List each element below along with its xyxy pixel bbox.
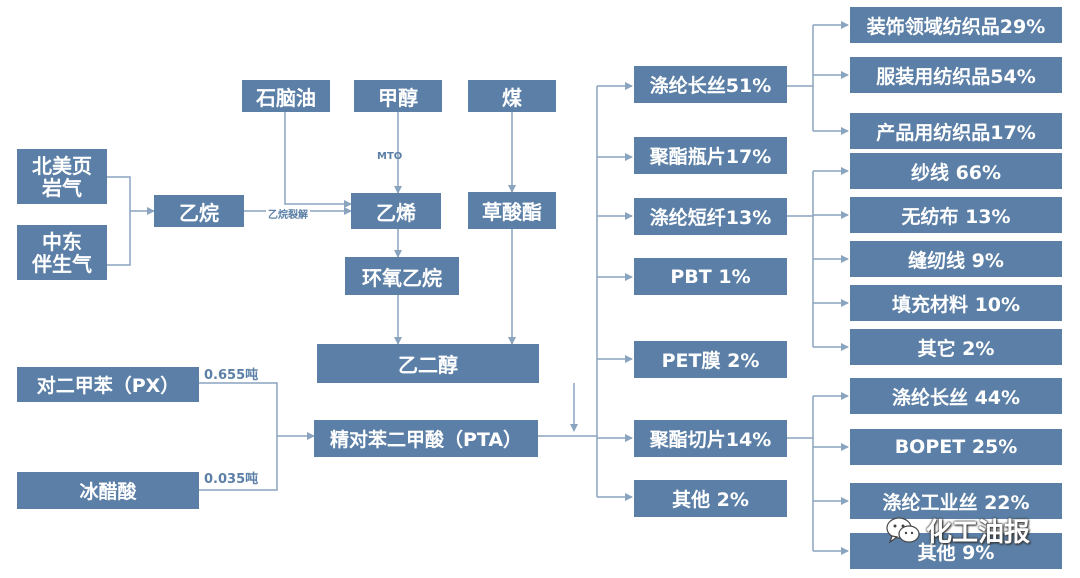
node-pta: 精对苯二甲酸（PTA） [314, 420, 538, 457]
node-yarn: 纱线 66% [850, 153, 1062, 189]
node-other-main: 其他 2% [634, 480, 787, 517]
node-industrial-yarn: 涤纶工业丝 22% [850, 483, 1062, 519]
arrow-naphtha-ethylene [284, 112, 352, 208]
watermark-text: 化工油报 [926, 518, 1031, 548]
node-shale-gas: 北美页 岩气 [17, 149, 107, 204]
node-nonwoven: 无纺布 13% [850, 197, 1062, 233]
wechat-icon [886, 516, 920, 545]
node-associated-gas: 中东 伴生气 [17, 225, 107, 280]
gas-merge-line [107, 176, 131, 266]
node-acetic-acid: 冰醋酸 [17, 472, 199, 509]
node-methanol: 甲醇 [354, 80, 442, 112]
label-acetic-ratio: 0.035吨 [204, 472, 259, 487]
node-pbt: PBT 1% [634, 258, 787, 295]
node-other-chips: 其他 9% [850, 533, 1062, 569]
node-oxalate: 草酸酯 [468, 192, 556, 229]
node-pfy: 涤纶长丝51% [634, 66, 787, 103]
watermark: 化工油报 [886, 512, 1030, 549]
node-ethylene-oxide: 环氧乙烷 [345, 257, 459, 295]
node-other-psf: 其它 2% [850, 329, 1062, 365]
label-ethane-cracking: 乙烷裂解 [266, 206, 310, 221]
node-pet-film: PET膜 2% [634, 341, 787, 378]
node-apparel-textile: 服装用纺织品54% [850, 57, 1062, 93]
node-chips: 聚酯切片14% [634, 420, 787, 457]
node-px: 对二甲苯（PX） [17, 367, 199, 402]
node-coal: 煤 [468, 80, 556, 112]
node-psf: 涤纶短纤13% [634, 198, 787, 235]
node-associated-gas-label: 中东 伴生气 [32, 229, 92, 276]
node-industrial-textile: 产品用纺织品17% [850, 113, 1062, 149]
node-ethane: 乙烷 [154, 195, 244, 227]
label-px-ratio: 0.655吨 [204, 368, 259, 383]
node-ethylene: 乙烯 [351, 193, 441, 229]
node-bottle-chips: 聚酯瓶片17% [634, 137, 787, 174]
node-deco-textile: 装饰领域纺织品29% [850, 7, 1062, 43]
node-naphtha: 石脑油 [242, 80, 330, 112]
node-meg: 乙二醇 [317, 344, 539, 383]
node-shale-gas-label: 北美页 岩气 [32, 153, 92, 200]
node-chips-pfy: 涤纶长丝 44% [850, 378, 1062, 414]
node-sewing-thread: 缝纫线 9% [850, 241, 1062, 277]
node-filling: 填充材料 10% [850, 285, 1062, 321]
label-mto: MTO [377, 151, 403, 162]
node-bopet: BOPET 25% [850, 429, 1062, 465]
